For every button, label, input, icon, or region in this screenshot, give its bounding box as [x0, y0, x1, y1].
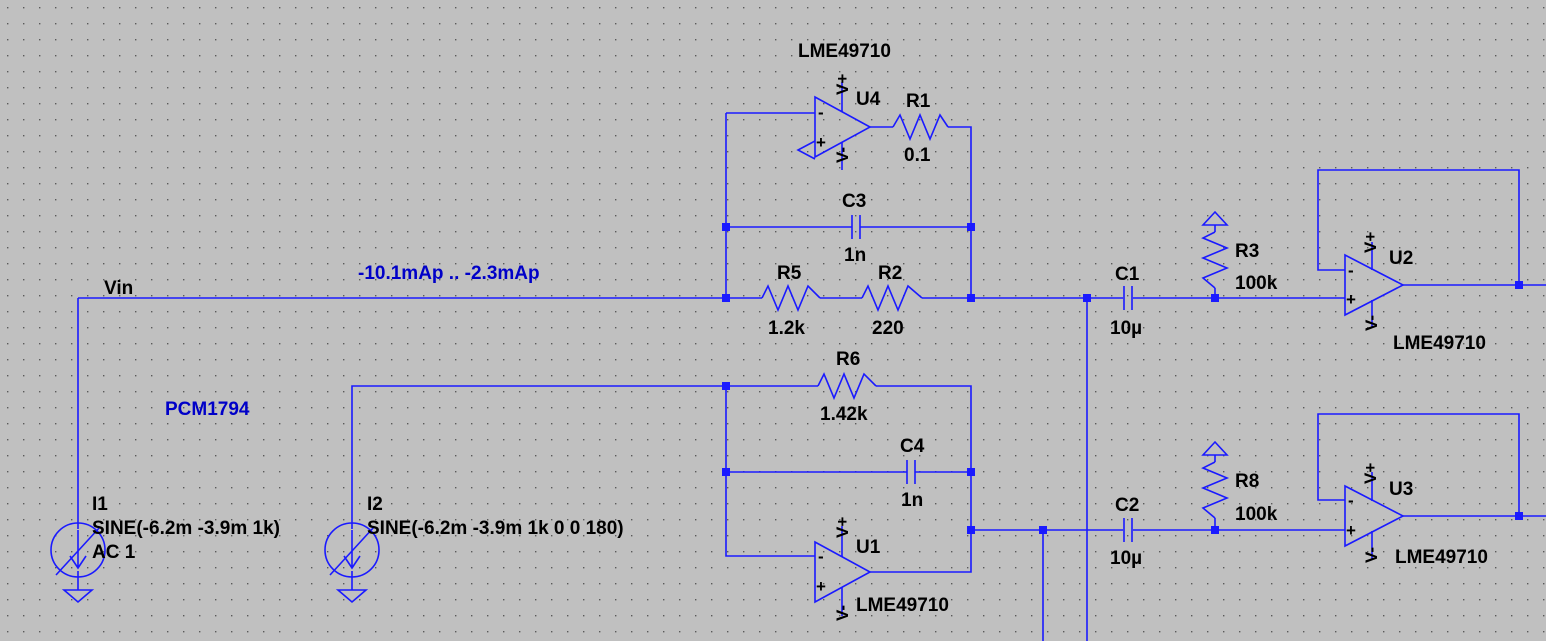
u4-part-label: LME49710	[798, 41, 891, 62]
r6-name-label: R6	[836, 349, 860, 370]
c1-name-label: C1	[1115, 264, 1140, 285]
wires	[77, 112, 1546, 641]
wire-u1-out	[870, 530, 972, 573]
u1-minus-pin: -	[818, 547, 824, 566]
r3-symbol	[1200, 231, 1230, 289]
c4-symbol	[906, 460, 916, 484]
r5-value-label: 1.2k	[768, 318, 805, 339]
u1-part-label: LME49710	[856, 595, 949, 616]
c2-name-label: C2	[1115, 495, 1139, 516]
r2-symbol	[861, 283, 923, 313]
c2-symbol	[1123, 518, 1133, 542]
i1-symbol	[50, 521, 106, 584]
r1-symbol	[892, 112, 949, 142]
capacitors	[851, 215, 1133, 542]
i1-value-label: SINE(-6.2m -3.9m 1k)	[92, 518, 280, 539]
u1-vminus-label: V-	[833, 605, 852, 621]
r6-value-label: 1.42k	[820, 404, 868, 425]
c3-value-label: 1n	[844, 245, 866, 266]
c4-name-label: C4	[900, 436, 925, 457]
wire-u3-feedback	[1317, 413, 1520, 516]
u1-symbol	[814, 526, 872, 616]
r5-symbol	[761, 283, 821, 313]
u4-minus-pin: -	[818, 103, 824, 122]
u2-name-label: U2	[1389, 248, 1413, 269]
u4-plus-pin: +	[816, 133, 826, 152]
i1-name-label: I1	[92, 494, 108, 515]
opamps	[796, 82, 1405, 616]
r1-value-label: 0.1	[904, 145, 931, 166]
r2-name-label: R2	[878, 263, 902, 284]
i2-name-label: I2	[367, 494, 383, 515]
u1-vplus-label: V+	[833, 517, 852, 538]
c3-symbol	[851, 215, 861, 239]
u3-symbol	[1344, 472, 1405, 560]
current-sources	[50, 521, 380, 584]
c1-value-label: 10µ	[1110, 318, 1142, 339]
u2-part-label: LME49710	[1393, 333, 1486, 354]
r3-gnd-icon	[1201, 210, 1229, 226]
resistors	[761, 112, 1230, 519]
u4-name-label: U4	[856, 89, 881, 110]
wire-r6	[726, 385, 972, 530]
i2-symbol	[324, 521, 380, 584]
comment-current-range: -10.1mAp .. -2.3mAp	[358, 263, 540, 284]
wire-u2-feedback	[1317, 169, 1520, 285]
component-labels: LME49710 U4 R1 0.1 C3 1n R5 1.2k R2 220 …	[92, 41, 1488, 616]
comment-dac: PCM1794	[165, 399, 250, 420]
r8-gnd-icon	[1201, 440, 1229, 456]
u3-minus-pin: -	[1348, 491, 1354, 510]
u3-vplus-label: V+	[1361, 463, 1380, 484]
u3-name-label: U3	[1389, 479, 1413, 500]
r6-symbol	[817, 371, 877, 401]
c1-symbol	[1123, 286, 1133, 310]
wire-r1-out	[948, 126, 972, 298]
pin-labels: V+ V- - + V+ V- - + V+ V- - + V+ V- - +	[816, 74, 1381, 621]
wire-i2	[351, 385, 726, 521]
u4-vplus-label: V+	[833, 74, 852, 95]
r3-name-label: R3	[1235, 241, 1259, 262]
r8-value-label: 100k	[1235, 504, 1278, 525]
i2-gnd-icon	[335, 584, 369, 604]
u3-part-label: LME49710	[1395, 547, 1488, 568]
u4-vminus-label: V-	[833, 147, 852, 163]
wire-bottom-left	[725, 386, 815, 557]
r8-name-label: R8	[1235, 471, 1259, 492]
net-label-vin: Vin	[104, 278, 133, 299]
u1-name-label: U1	[856, 537, 881, 558]
ground-symbols	[61, 210, 1229, 604]
c4-value-label: 1n	[901, 490, 923, 511]
r5-name-label: R5	[777, 263, 802, 284]
i1-gnd-icon	[61, 584, 95, 604]
u2-symbol	[1320, 242, 1405, 328]
r8-symbol	[1200, 461, 1230, 519]
u3-plus-pin: +	[1346, 521, 1356, 540]
r1-name-label: R1	[906, 91, 931, 112]
c2-value-label: 10µ	[1110, 548, 1142, 569]
u3-vminus-label: V-	[1362, 547, 1381, 563]
r3-value-label: 100k	[1235, 273, 1278, 294]
r2-value-label: 220	[872, 318, 904, 339]
u2-vplus-label: V+	[1361, 232, 1380, 253]
u2-minus-pin: -	[1348, 261, 1354, 280]
i2-value-label: SINE(-6.2m -3.9m 1k 0 0 180)	[367, 518, 624, 539]
u4-symbol	[796, 82, 872, 170]
i1-ac-label: AC 1	[92, 542, 136, 563]
c3-name-label: C3	[842, 191, 866, 212]
u1-plus-pin: +	[816, 577, 826, 596]
junction-nodes	[722, 223, 1523, 534]
u2-plus-pin: +	[1346, 290, 1356, 309]
u2-vminus-label: V-	[1362, 315, 1381, 331]
